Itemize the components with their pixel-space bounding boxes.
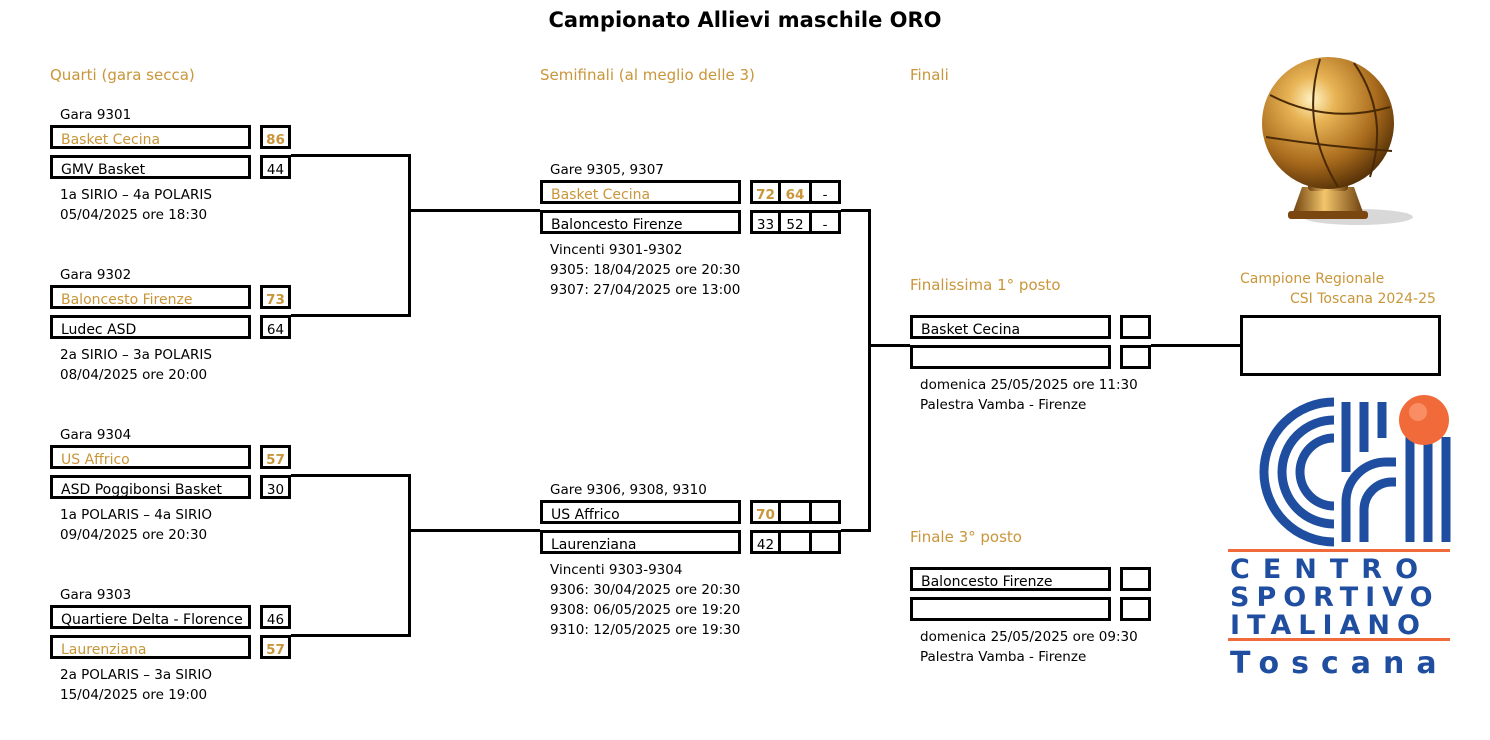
score-box: 42 (750, 530, 781, 554)
bracket-line (408, 474, 411, 637)
match-date: 05/04/2025 ore 18:30 (60, 207, 208, 223)
score-box (809, 500, 841, 524)
score-box: 30 (260, 475, 291, 499)
header-finali: Finali (910, 66, 949, 84)
match-date: 9306: 30/04/2025 ore 20:30 (550, 582, 741, 598)
score-box: 72 (750, 180, 781, 204)
match-date: 09/04/2025 ore 20:30 (60, 527, 208, 543)
team-box: Basket Cecina (540, 180, 741, 204)
match-info: 1a SIRIO – 4a POLARIS (60, 187, 212, 203)
csi-logo-icon (1226, 392, 1454, 550)
gara-label: Gara 9303 (60, 587, 132, 603)
golden-basketball-trophy-icon (1250, 55, 1420, 230)
logo-text: CENTRO (1230, 554, 1432, 585)
header-semifinali: Semifinali (al meglio delle 3) (540, 66, 755, 84)
gara-label: Gara 9301 (60, 107, 132, 123)
logo-text: ITALIANO (1230, 610, 1427, 641)
bracket-line (841, 529, 871, 532)
header-finale3: Finale 3° posto (910, 528, 1022, 546)
bracket-line (291, 634, 411, 637)
match-date: 9308: 06/05/2025 ore 19:20 (550, 602, 741, 618)
score-box: 57 (260, 635, 291, 659)
champion-box (1240, 315, 1441, 376)
match-date: 9305: 18/04/2025 ore 20:30 (550, 262, 741, 278)
gara-label: Gara 9304 (60, 427, 132, 443)
team-box: US Affrico (50, 445, 251, 469)
team-box: Baloncesto Firenze (540, 210, 741, 234)
score-box: - (809, 210, 841, 234)
score-box: 44 (260, 155, 291, 179)
score-box (1120, 597, 1151, 621)
score-box (809, 530, 841, 554)
match-date: 08/04/2025 ore 20:00 (60, 367, 208, 383)
match-date: domenica 25/05/2025 ore 11:30 (920, 377, 1138, 393)
score-box: 33 (750, 210, 781, 234)
team-box: Laurenziana (540, 530, 741, 554)
score-box (778, 500, 812, 524)
team-box: Basket Cecina (50, 125, 251, 149)
team-box: ASD Poggibonsi Basket (50, 475, 251, 499)
header-finalissima: Finalissima 1° posto (910, 276, 1061, 294)
bracket-line (868, 209, 871, 532)
bracket-line (291, 154, 411, 157)
score-box: 52 (778, 210, 812, 234)
gara-label: Gara 9302 (60, 267, 132, 283)
team-box (910, 597, 1111, 621)
team-box: Baloncesto Firenze (910, 567, 1111, 591)
score-box (778, 530, 812, 554)
match-date: domenica 25/05/2025 ore 09:30 (920, 629, 1138, 645)
match-date: 15/04/2025 ore 19:00 (60, 687, 208, 703)
match-info: 2a SIRIO – 3a POLARIS (60, 347, 212, 363)
score-box: 73 (260, 285, 291, 309)
bracket-line (868, 344, 910, 347)
bracket-line (408, 529, 540, 532)
header-quarti: Quarti (gara secca) (50, 66, 195, 84)
score-box (1120, 567, 1151, 591)
gara-label: Gare 9305, 9307 (550, 162, 664, 178)
match-info: 2a POLARIS – 3a SIRIO (60, 667, 212, 683)
team-box: Baloncesto Firenze (50, 285, 251, 309)
score-box: 64 (260, 315, 291, 339)
score-box: 86 (260, 125, 291, 149)
team-box: Ludec ASD (50, 315, 251, 339)
bracket-line (841, 209, 871, 212)
gara-label: Gare 9306, 9308, 9310 (550, 482, 707, 498)
champion-label: CSI Toscana 2024-25 (1290, 291, 1436, 307)
score-box: 64 (778, 180, 812, 204)
team-box: US Affrico (540, 500, 741, 524)
match-date: 9307: 27/04/2025 ore 13:00 (550, 282, 741, 298)
team-box: GMV Basket (50, 155, 251, 179)
bracket-line (408, 209, 540, 212)
score-box (1120, 345, 1151, 369)
team-box (910, 345, 1111, 369)
match-info: Vincenti 9301-9302 (550, 242, 683, 258)
logo-text: Toscana (1230, 646, 1449, 681)
match-info: 1a POLARIS – 4a SIRIO (60, 507, 212, 523)
team-box: Quartiere Delta - Florence (50, 605, 251, 629)
logo-divider (1228, 549, 1450, 552)
team-box: Basket Cecina (910, 315, 1111, 339)
champion-label: Campione Regionale (1240, 271, 1385, 287)
logo-text: SPORTIVO (1230, 582, 1440, 613)
score-box: - (809, 180, 841, 204)
bracket-line (291, 314, 411, 317)
score-box: 57 (260, 445, 291, 469)
score-box (1120, 315, 1151, 339)
bracket-line (291, 474, 411, 477)
match-date: 9310: 12/05/2025 ore 19:30 (550, 622, 741, 638)
bracket-line (1151, 344, 1240, 347)
score-box: 70 (750, 500, 781, 524)
logo-divider (1228, 638, 1450, 641)
match-venue: Palestra Vamba - Firenze (920, 397, 1087, 413)
page-title: Campionato Allievi maschile ORO (548, 8, 942, 32)
bracket-line (408, 154, 411, 317)
team-box: Laurenziana (50, 635, 251, 659)
match-info: Vincenti 9303-9304 (550, 562, 683, 578)
match-venue: Palestra Vamba - Firenze (920, 649, 1087, 665)
score-box: 46 (260, 605, 291, 629)
